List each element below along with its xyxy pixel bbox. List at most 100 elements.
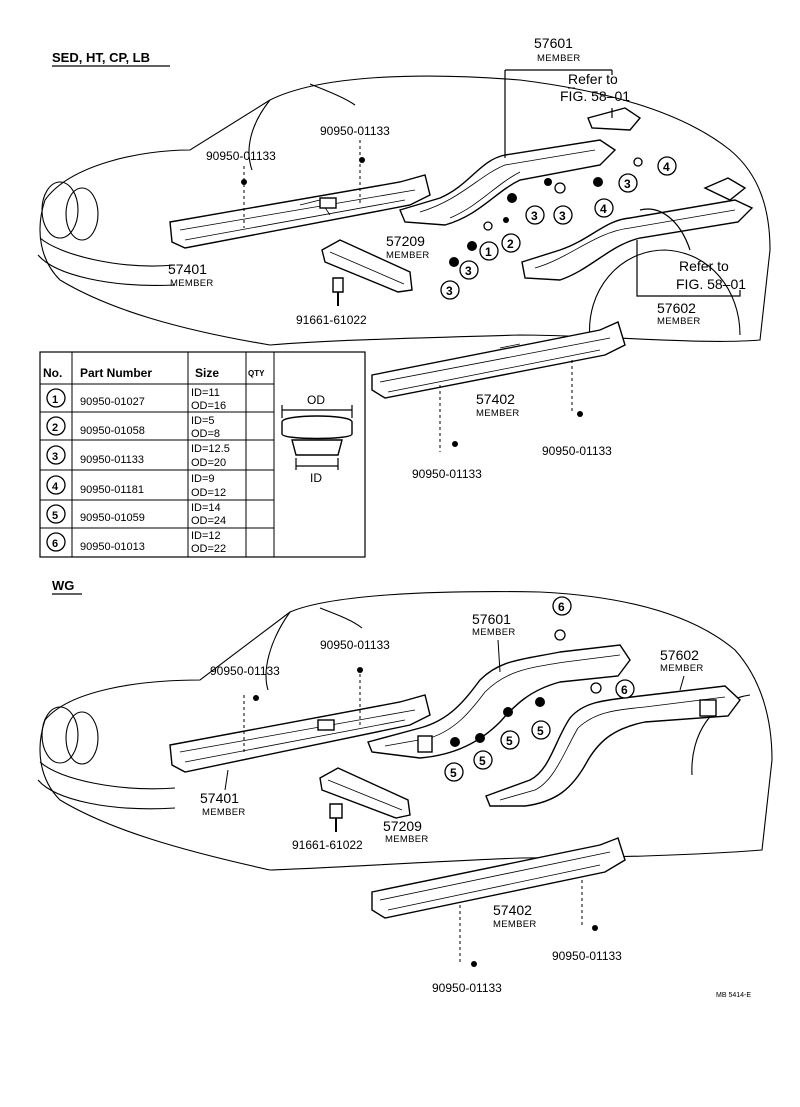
callout-5-bottom-c-text: 5 xyxy=(479,754,486,768)
label-57209-top: 57209 xyxy=(386,233,425,249)
label-57401-bottom: 57401 xyxy=(200,790,239,806)
callouts-top: 1 2 3 3 3 3 3 4 4 xyxy=(440,156,677,300)
table-row-2-od: OD=8 xyxy=(191,428,220,440)
callout-2-top-text: 2 xyxy=(507,237,514,251)
label-bolt-bottom: 91661-61022 xyxy=(292,838,363,852)
label-plug-top-1: 90950-01133 xyxy=(206,149,276,163)
label-57601-bottom: 57601 xyxy=(472,611,511,627)
callout-5-bottom-a-text: 5 xyxy=(506,734,513,748)
callout-3-top-d xyxy=(553,205,573,225)
table-row-4-id: ID=9 xyxy=(191,473,215,485)
table-row-4-no: 4 xyxy=(52,481,59,493)
label-57402-top: 57402 xyxy=(476,391,515,407)
table-header-part: Part Number xyxy=(80,366,152,380)
label-member-57602-bottom: MEMBER xyxy=(660,663,704,674)
table-row-3-od: OD=20 xyxy=(191,457,226,469)
table-row-5-no: 5 xyxy=(52,510,58,522)
table-row-2-id: ID=5 xyxy=(191,415,215,427)
label-member-57601-bottom: MEMBER xyxy=(472,627,516,638)
callout-4-top-b-text: 4 xyxy=(663,160,670,174)
table-row-1-part: 90950-01027 xyxy=(80,396,145,408)
label-57402-bottom: 57402 xyxy=(493,902,532,918)
label-member-57209-top: MEMBER xyxy=(386,250,430,261)
label-plug-top-4: 90950-01133 xyxy=(542,444,612,458)
part-57602-bottom xyxy=(485,685,741,807)
table-row-4-part: 90950-01181 xyxy=(80,484,144,496)
callout-5-bottom-a xyxy=(500,730,520,750)
callout-3-top-a xyxy=(459,260,479,280)
label-plug-bottom-4: 90950-01133 xyxy=(552,949,622,963)
label-member-57402-bottom: MEMBER xyxy=(493,919,537,930)
callout-5-bottom-d-text: 5 xyxy=(450,766,457,780)
label-plug-bottom-1: 90950-01133 xyxy=(210,664,280,678)
table-row-3-no: 3 xyxy=(52,451,58,463)
callout-3-top-d-text: 3 xyxy=(559,209,566,223)
label-member-57401-top: MEMBER xyxy=(170,278,214,289)
callout-3-top-e xyxy=(618,173,638,193)
part-57209-top xyxy=(321,239,413,293)
callout-6-bottom-b xyxy=(615,679,635,699)
table-header-size: Size xyxy=(195,366,219,380)
callout-4-top-a-text: 4 xyxy=(600,202,607,216)
callout-3-top-c xyxy=(525,205,545,225)
part-57601-top xyxy=(399,139,617,226)
table-header-qty: QTY xyxy=(248,369,265,378)
callout-4-top-a xyxy=(594,198,614,218)
label-bolt-top: 91661-61022 xyxy=(296,313,367,327)
table-row-1-id: ID=11 xyxy=(191,387,220,399)
part-57402-top xyxy=(371,321,626,399)
label-plug-top-3: 90950-01133 xyxy=(412,467,482,481)
table-row-5-od: OD=24 xyxy=(191,515,226,527)
table-row-6-part: 90950-01013 xyxy=(80,541,145,553)
table-row-1-no: 1 xyxy=(52,394,58,406)
table-row-3-id: ID=12.5 xyxy=(191,443,230,455)
label-plug-bottom-2: 90950-01133 xyxy=(320,638,390,652)
table-row-4-od: OD=12 xyxy=(191,487,226,499)
fig-ref-top-2: FIG. 58–01 xyxy=(676,276,746,292)
callout-3-top-a-text: 3 xyxy=(465,264,472,278)
callout-6-bottom-b-text: 6 xyxy=(621,683,628,697)
label-member-57401-bottom: MEMBER xyxy=(202,807,246,818)
label-57209-bottom: 57209 xyxy=(383,818,422,834)
section-title-wagon: WG xyxy=(52,578,74,593)
label-57601-top: 57601 xyxy=(534,35,573,51)
callout-6-bottom-a-text: 6 xyxy=(558,600,565,614)
callout-5-bottom-d xyxy=(444,762,464,782)
callout-4-top-b xyxy=(657,156,677,176)
label-member-57209-bottom: MEMBER xyxy=(385,834,429,845)
fig-ref-top: FIG. 58–01 xyxy=(560,88,630,104)
car-body-outline-top xyxy=(37,75,771,346)
label-plug-top-2: 90950-01133 xyxy=(320,124,390,138)
callout-1-top-text: 1 xyxy=(485,245,492,259)
callout-6-bottom-a xyxy=(552,596,572,616)
section-title-sedan: SED, HT, CP, LB xyxy=(52,50,150,65)
part-57401-bottom xyxy=(169,694,431,773)
callout-2-top xyxy=(501,233,521,253)
callout-1-top xyxy=(479,241,499,261)
part-57402-bottom xyxy=(371,837,626,919)
callout-3-top-b xyxy=(440,280,460,300)
footer-code: MB 5414-E xyxy=(716,992,751,999)
label-member-57402-top: MEMBER xyxy=(476,408,520,419)
label-57401-top: 57401 xyxy=(168,261,207,277)
callout-3-top-c-text: 3 xyxy=(531,209,538,223)
callout-5-bottom-b xyxy=(531,720,551,740)
table-row-2-no: 2 xyxy=(52,422,58,434)
grommet-dimension-diagram: OD ID xyxy=(281,393,353,485)
label-57602-bottom: 57602 xyxy=(660,647,699,663)
part-57401-top xyxy=(169,174,431,249)
diagram-od-label: OD xyxy=(307,393,325,407)
label-plug-bottom-3: 90950-01133 xyxy=(432,981,502,995)
part-57601-bottom xyxy=(367,644,631,759)
table-row-6-id: ID=12 xyxy=(191,530,221,542)
table-row-5-id: ID=14 xyxy=(191,502,221,514)
label-57602-top: 57602 xyxy=(657,300,696,316)
callouts-bottom: 6 6 5 5 5 5 xyxy=(444,596,635,782)
part-57602-top xyxy=(521,199,754,281)
callout-3-top-e-text: 3 xyxy=(624,177,631,191)
part-57209-bottom xyxy=(319,767,411,819)
table-row-5-part: 90950-01059 xyxy=(80,512,145,524)
label-member-57602-top: MEMBER xyxy=(657,316,701,327)
refer-to-top: Refer to xyxy=(568,71,618,87)
table-row-6-od: OD=22 xyxy=(191,543,226,555)
